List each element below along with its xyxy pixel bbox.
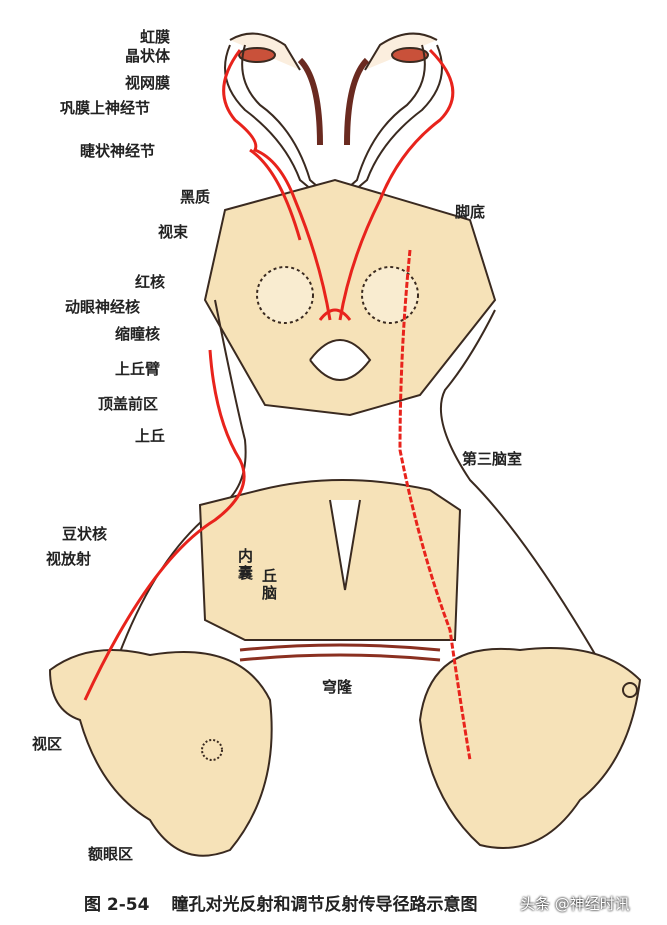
pathway-right	[338, 48, 455, 321]
label-iris: 虹膜	[140, 28, 171, 46]
label-brachium-superior-colliculus: 上丘臂	[115, 360, 161, 378]
label-lens: 晶状体	[125, 47, 171, 65]
label-pupilloconstrictor-nucleus: 缩瞳核	[115, 325, 161, 343]
left-occipital-lobe	[48, 649, 273, 857]
pathway-left	[222, 49, 332, 321]
label-internal-capsule: 内囊	[238, 547, 254, 582]
midbrain	[203, 178, 497, 417]
label-fornix: 穹隆	[322, 678, 353, 696]
figure-caption: 图 2-54 瞳孔对光反射和调节反射传导径路示意图	[84, 890, 477, 915]
label-third-ventricle: 第三脑室	[462, 450, 523, 468]
figure-title: 瞳孔对光反射和调节反射传导径路示意图	[171, 895, 478, 915]
pathway-pretectal	[83, 349, 246, 701]
label-retina: 视网膜	[125, 74, 171, 92]
label-red-nucleus: 红核	[135, 273, 166, 291]
label-substantia-nigra: 黑质	[180, 188, 211, 206]
label-optic-radiation: 视放射	[46, 550, 92, 568]
label-frontal-eye-field: 额眼区	[88, 845, 134, 863]
label-thalamus: 丘脑	[262, 567, 278, 602]
label-superior-cervical-ganglion: 巩膜上神经节	[60, 99, 151, 117]
pathway-accommodation	[398, 249, 472, 761]
figure-number: 图 2-54	[84, 895, 150, 915]
label-ciliary-ganglion: 睫状神经节	[80, 142, 156, 160]
label-optic-tract: 视束	[158, 223, 189, 241]
label-superior-colliculus: 上丘	[135, 427, 166, 445]
right-occipital-lobe	[418, 647, 642, 849]
label-lentiform-nucleus: 豆状核	[62, 525, 108, 543]
label-visual-area: 视区	[32, 735, 63, 753]
thalamus-section	[198, 479, 462, 641]
label-pretectal-area: 顶盖前区	[98, 395, 159, 413]
label-cerebral-peduncle: 脚底	[455, 203, 486, 221]
watermark: 头条 @神经时讯	[520, 895, 630, 913]
label-oculomotor-nucleus: 动眼神经核	[65, 298, 141, 316]
